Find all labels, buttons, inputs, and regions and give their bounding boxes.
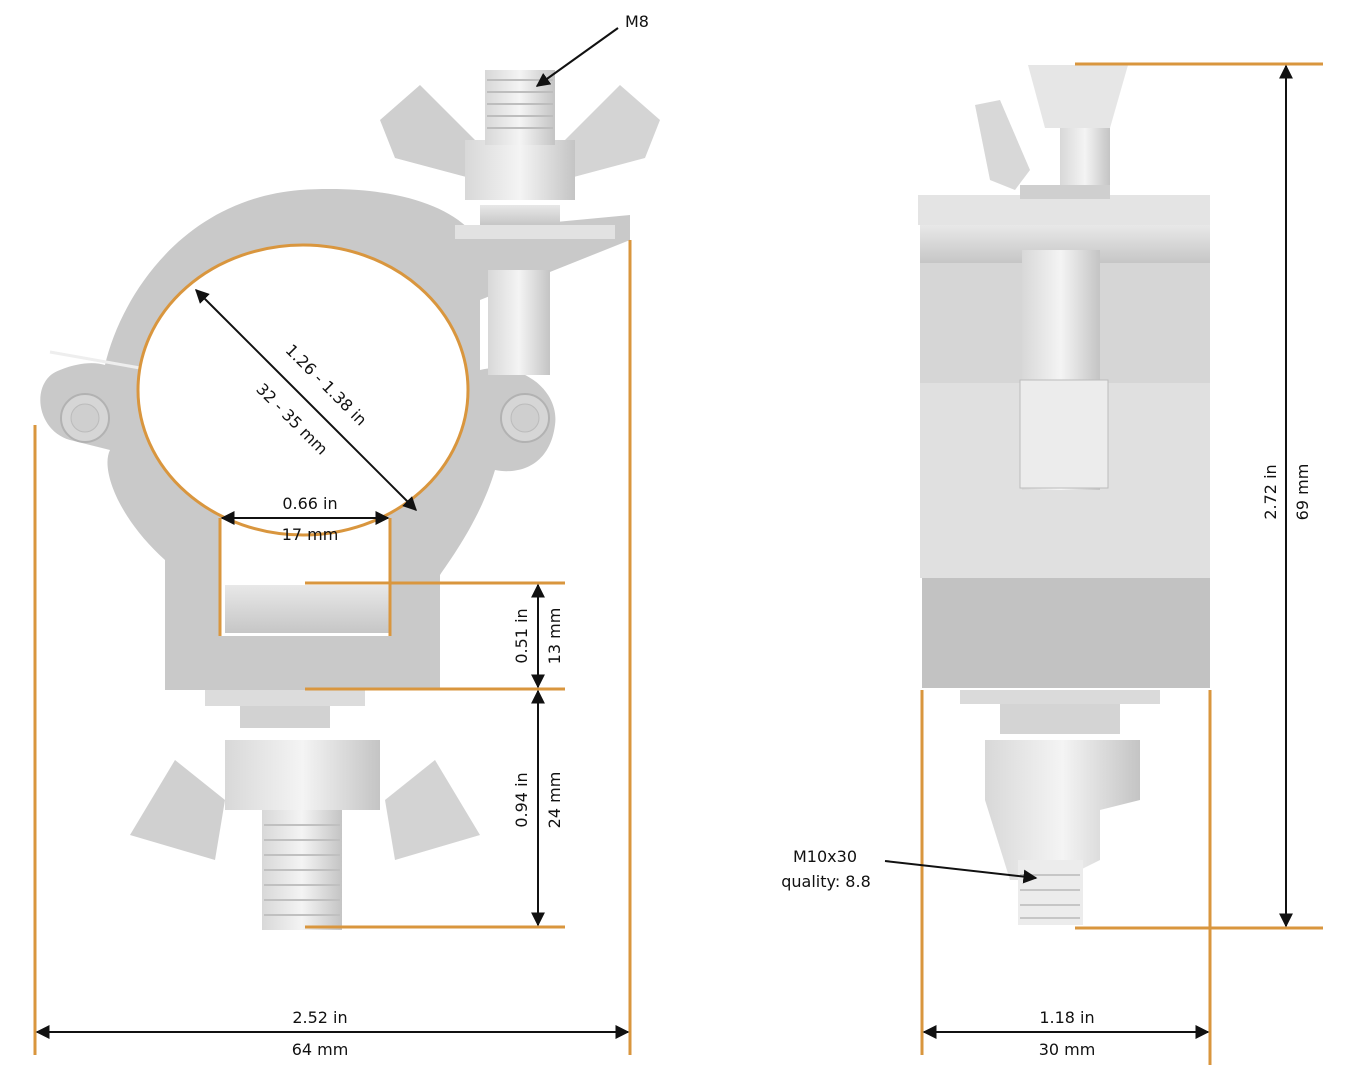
- dimension-lines-front: [35, 27, 630, 1039]
- opening-width-mm: 17 mm: [282, 525, 339, 544]
- bolt-protrusion-in: 0.94 in: [512, 772, 531, 827]
- depth-in: 1.18 in: [1039, 1008, 1094, 1027]
- side-body: [918, 195, 1210, 688]
- dimension-lines-side: [884, 64, 1293, 1039]
- side-jaw-block: [922, 578, 1210, 688]
- side-bottom-wing-nut: [960, 690, 1160, 925]
- overall-width-in: 2.52 in: [292, 1008, 347, 1027]
- top-wing-nut: [380, 70, 660, 375]
- side-top-wing-nut: [975, 65, 1128, 199]
- clamp-jaw: [225, 585, 390, 633]
- slot-height-in: 0.51 in: [512, 608, 531, 663]
- opening-width-in: 0.66 in: [282, 494, 337, 513]
- depth-mm: 30 mm: [1039, 1040, 1096, 1059]
- m10-callout: M10x30: [793, 847, 857, 866]
- bottom-wing-nut: [130, 690, 480, 930]
- dimension-labels-side: 2.72 in 69 mm 1.18 in 30 mm M10x30 quali…: [781, 464, 1312, 1059]
- bolt-quality-callout: quality: 8.8: [781, 872, 871, 891]
- clamp-body: [40, 189, 630, 691]
- front-view: M8 1.26 - 1.38 in 32 - 35 mm 0.66 in 17 …: [33, 12, 660, 1059]
- tube-opening: [138, 245, 468, 535]
- overall-width-mm: 64 mm: [292, 1040, 349, 1059]
- m8-callout: M8: [625, 12, 649, 31]
- bolt-protrusion-mm: 24 mm: [545, 772, 564, 829]
- slot-height-mm: 13 mm: [545, 608, 564, 665]
- side-view: 2.72 in 69 mm 1.18 in 30 mm M10x30 quali…: [781, 62, 1323, 1065]
- extension-lines-side: [920, 62, 1323, 1065]
- overall-height-in: 2.72 in: [1261, 464, 1280, 519]
- extension-lines-front: [33, 240, 632, 1055]
- overall-height-mm: 69 mm: [1293, 464, 1312, 521]
